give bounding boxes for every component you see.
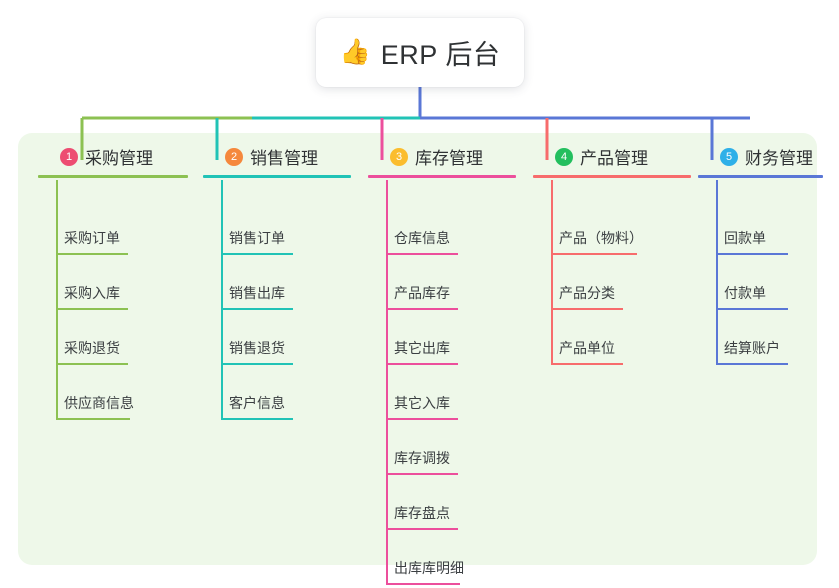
leaf-item[interactable]: 销售出库	[203, 255, 351, 310]
leaf-item-label: 其它出库	[394, 340, 450, 356]
leaf-item-label: 其它入库	[394, 395, 450, 411]
branch-title: 产品管理	[580, 149, 648, 168]
leaf-item-label: 采购入库	[64, 285, 120, 301]
leaf-item-label: 产品单位	[559, 340, 615, 356]
branch-underline	[368, 175, 516, 178]
leaf-item[interactable]: 回款单	[698, 200, 823, 255]
leaf-item[interactable]: 产品分类	[533, 255, 691, 310]
branches-panel	[18, 133, 817, 565]
leaf-item-label: 付款单	[724, 285, 766, 301]
leaf-item-underline	[386, 253, 458, 255]
leaf-item-label: 销售订单	[229, 230, 285, 246]
branch-badge-icon: 1	[60, 147, 78, 166]
leaf-item[interactable]: 采购入库	[38, 255, 188, 310]
leaf-item-label: 库存调拨	[394, 450, 450, 466]
leaf-item[interactable]: 其它出库	[368, 310, 516, 365]
leaf-item-label: 销售出库	[229, 285, 285, 301]
leaf-item-underline	[386, 418, 458, 420]
leaf-item-underline	[386, 528, 458, 530]
branch-header-2[interactable]: 2 销售管理	[203, 143, 351, 170]
thumbs-up-icon: 👍	[339, 38, 371, 66]
branch-badge-icon: 2	[225, 147, 243, 166]
leaf-item-underline	[221, 308, 293, 310]
root-node[interactable]: 👍 ERP 后台	[316, 18, 524, 87]
leaf-item[interactable]: 采购订单	[38, 200, 188, 255]
leaf-item[interactable]: 库存调拨	[368, 420, 516, 475]
leaf-item[interactable]: 其它入库	[368, 365, 516, 420]
branch-underline	[533, 175, 691, 178]
leaf-item-underline	[386, 583, 460, 585]
branch-title: 销售管理	[250, 149, 318, 168]
leaf-item-label: 产品分类	[559, 285, 615, 301]
leaf-item[interactable]: 客户信息	[203, 365, 351, 420]
leaf-item-underline	[716, 308, 788, 310]
leaf-item-label: 结算账户	[724, 340, 780, 356]
leaf-item-label: 采购订单	[64, 230, 120, 246]
branch-header-1[interactable]: 1 采购管理	[38, 143, 188, 170]
root-node-label: ERP 后台	[380, 40, 501, 70]
leaf-item-label: 产品（物料）	[559, 230, 643, 246]
leaf-item[interactable]: 库存盘点	[368, 475, 516, 530]
leaf-item[interactable]: 仓库信息	[368, 200, 516, 255]
leaf-item-label: 出库库明细	[394, 560, 464, 576]
leaf-item-underline	[221, 363, 293, 365]
leaf-item-underline	[716, 253, 788, 255]
branch-badge-icon: 3	[390, 147, 408, 166]
branch-underline	[698, 175, 823, 178]
leaf-item-underline	[551, 308, 623, 310]
branch-underline	[203, 175, 351, 178]
leaf-item-underline	[386, 473, 458, 475]
branch-badge-icon: 5	[720, 147, 738, 166]
leaf-item-label: 仓库信息	[394, 230, 450, 246]
leaf-item-label: 客户信息	[229, 395, 285, 411]
leaf-item-label: 库存盘点	[394, 505, 450, 521]
leaf-item-label: 供应商信息	[64, 395, 134, 411]
leaf-item[interactable]: 结算账户	[698, 310, 823, 365]
branch-column-4: 4 产品管理	[533, 143, 691, 178]
leaf-item[interactable]: 销售订单	[203, 200, 351, 255]
branch-header-5[interactable]: 5 财务管理	[698, 143, 823, 170]
branch-column-3: 3 库存管理	[368, 143, 516, 178]
leaf-item[interactable]: 付款单	[698, 255, 823, 310]
leaf-item-underline	[56, 418, 130, 420]
leaf-item-underline	[221, 418, 293, 420]
branch-column-1: 1 采购管理	[38, 143, 188, 178]
leaf-item-underline	[56, 253, 128, 255]
leaf-item-underline	[551, 363, 623, 365]
leaf-item[interactable]: 销售退货	[203, 310, 351, 365]
leaf-item[interactable]: 出库库明细	[368, 530, 516, 585]
leaf-item[interactable]: 采购退货	[38, 310, 188, 365]
leaf-item-underline	[386, 308, 458, 310]
leaf-item-underline	[551, 253, 637, 255]
leaf-item-label: 回款单	[724, 230, 766, 246]
leaf-item-label: 采购退货	[64, 340, 120, 356]
branch-underline	[38, 175, 188, 178]
leaf-item-underline	[716, 363, 788, 365]
branch-header-3[interactable]: 3 库存管理	[368, 143, 516, 170]
leaf-item-underline	[221, 253, 293, 255]
branch-badge-icon: 4	[555, 147, 573, 166]
leaf-item[interactable]: 产品（物料）	[533, 200, 691, 255]
branch-column-5: 5 财务管理	[698, 143, 823, 178]
branch-header-4[interactable]: 4 产品管理	[533, 143, 691, 170]
leaf-item-label: 产品库存	[394, 285, 450, 301]
leaf-item-label: 销售退货	[229, 340, 285, 356]
branch-title: 财务管理	[745, 149, 813, 168]
leaf-item-underline	[56, 308, 128, 310]
branch-title: 库存管理	[415, 149, 483, 168]
leaf-item[interactable]: 供应商信息	[38, 365, 188, 420]
branch-title: 采购管理	[85, 149, 153, 168]
leaf-item[interactable]: 产品库存	[368, 255, 516, 310]
branch-column-2: 2 销售管理	[203, 143, 351, 178]
leaf-item-underline	[56, 363, 128, 365]
leaf-item-underline	[386, 363, 458, 365]
leaf-item[interactable]: 产品单位	[533, 310, 691, 365]
